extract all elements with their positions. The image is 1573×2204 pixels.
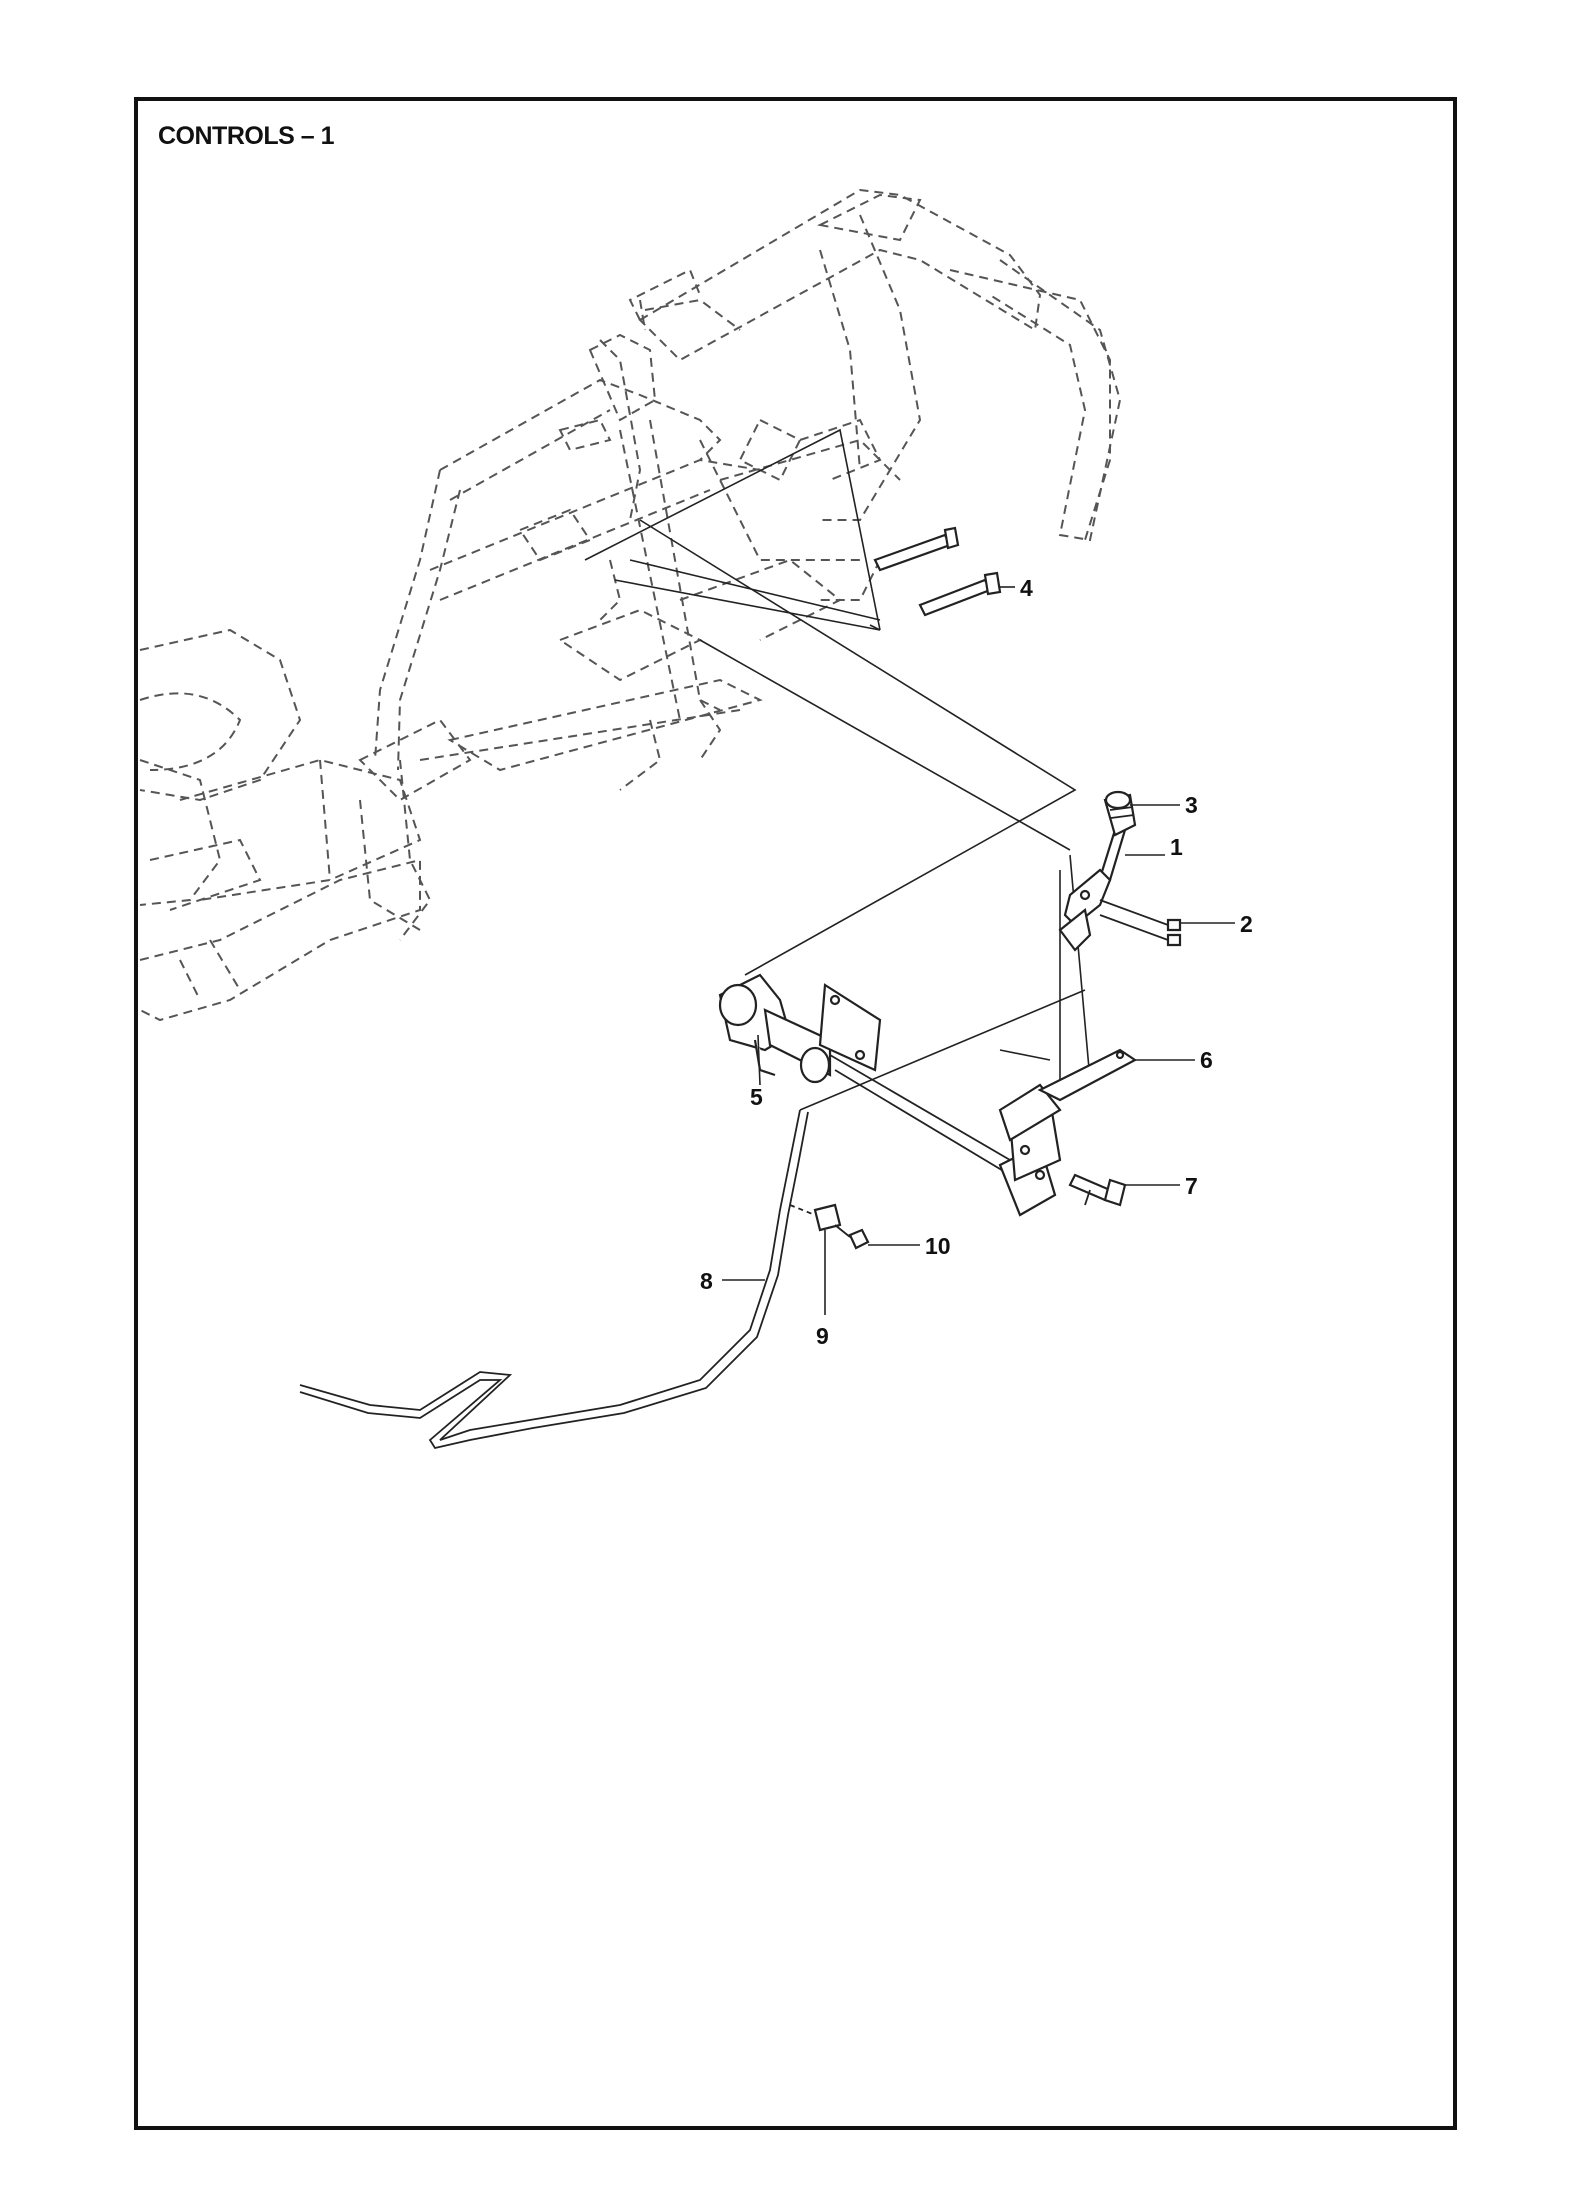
callout-8: 8 [700, 1268, 713, 1294]
part-5-pivot-shaft [718, 973, 1011, 1176]
callout-labels: 1 2 3 4 5 6 7 8 9 10 [700, 575, 1253, 1349]
callout-10: 10 [925, 1233, 951, 1259]
callout-9: 9 [816, 1323, 829, 1349]
callout-leaders [722, 586, 1235, 1281]
callout-7: 7 [1185, 1173, 1198, 1199]
part-3-knob [1103, 790, 1137, 837]
callout-5: 5 [750, 1084, 763, 1110]
callout-4: 4 [1020, 575, 1033, 601]
alignment-lines [584, 428, 1091, 1111]
part-8-cable [299, 1109, 809, 1450]
part-6-bracket [998, 1048, 1138, 1217]
part-9-clip [789, 1203, 842, 1315]
part-10-nut [834, 1224, 870, 1250]
callout-6: 6 [1200, 1047, 1213, 1073]
part-2-screws [1099, 899, 1182, 947]
callout-1: 1 [1170, 834, 1183, 860]
callout-3: 3 [1185, 792, 1198, 818]
part-7-bolt [1068, 1173, 1127, 1207]
chassis-frame-dashed [139, 188, 1122, 1022]
page-title: CONTROLS – 1 [158, 122, 334, 150]
part-4-bolts [873, 526, 1002, 617]
callout-2: 2 [1240, 911, 1253, 937]
page-frame [134, 97, 1457, 2130]
part-1-lever [1058, 828, 1127, 952]
